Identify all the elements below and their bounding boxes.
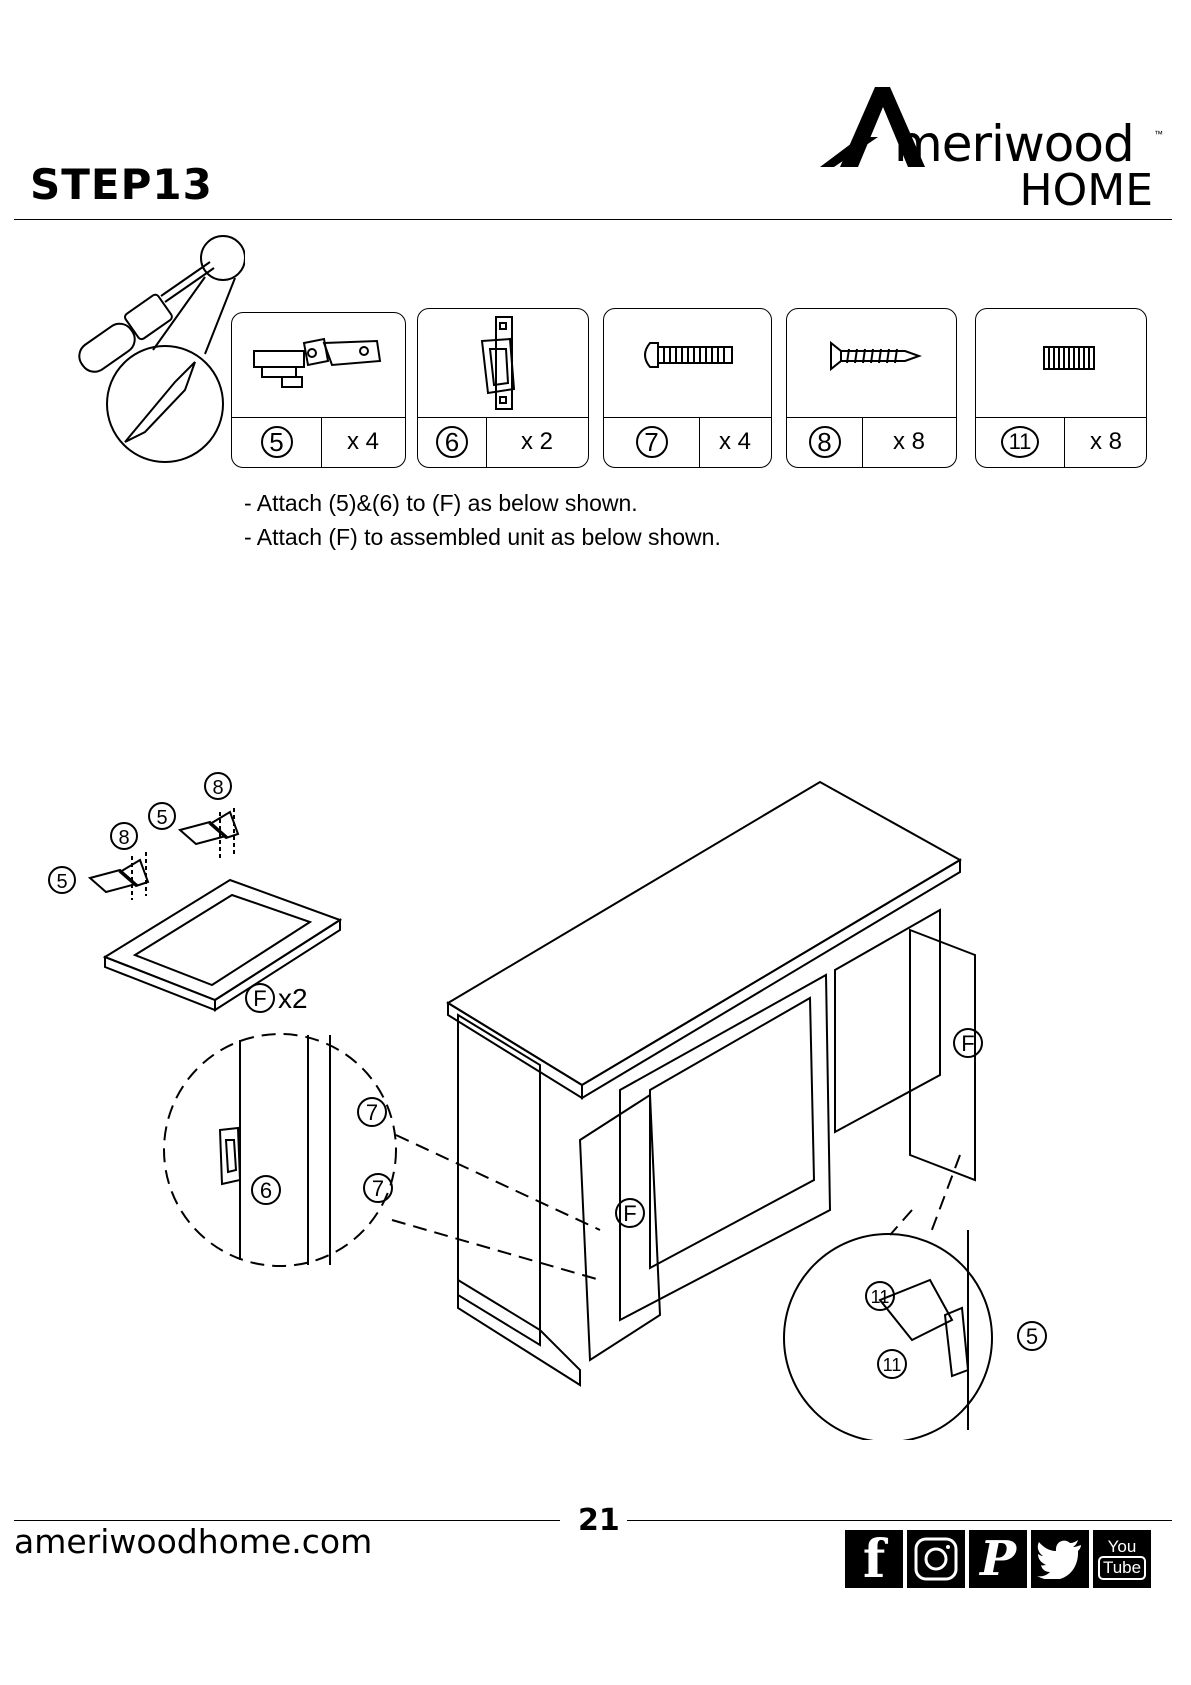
facebook-icon[interactable]: f	[845, 1530, 903, 1588]
label-door-f-right: F	[954, 1029, 982, 1057]
logo-home-text: HOME	[1020, 165, 1153, 216]
svg-text:5: 5	[1026, 1324, 1038, 1349]
instruction-line: - Attach (5)&(6) to (F) as below shown.	[244, 490, 638, 517]
detail-callout-lines	[392, 1135, 960, 1280]
part-qty: x 8	[862, 417, 956, 467]
svg-text:7: 7	[366, 1100, 378, 1125]
svg-text:5: 5	[56, 871, 67, 893]
part-number: 8	[787, 417, 863, 467]
svg-text:5: 5	[156, 807, 167, 829]
label-catch-6: 6	[252, 1176, 280, 1204]
svg-text:F: F	[253, 986, 266, 1011]
part-qty: x 2	[486, 417, 588, 467]
label-f-x2: F x2	[246, 983, 308, 1014]
svg-text:F: F	[623, 1201, 636, 1226]
part-number: 7	[604, 417, 700, 467]
hinge-icon	[232, 313, 404, 417]
part-number: 5	[232, 417, 322, 467]
svg-text:11: 11	[883, 1355, 902, 1375]
magnetic-catch-icon	[418, 309, 586, 417]
label-insert-11b: 11	[878, 1350, 906, 1378]
part-qty: x 4	[321, 417, 405, 467]
part-box-8: 8 x 8	[786, 308, 957, 468]
pinterest-icon[interactable]: P	[969, 1530, 1027, 1588]
machine-screw-icon	[604, 309, 770, 417]
instagram-icon[interactable]	[907, 1530, 965, 1588]
svg-text:8: 8	[118, 827, 129, 849]
hinge-detail-circle	[784, 1230, 992, 1440]
flat-head-screw-icon	[787, 309, 955, 417]
part-number-badge: 11	[1001, 426, 1039, 458]
logo-tm: ™	[1154, 129, 1163, 139]
part-qty: x 4	[699, 417, 771, 467]
part-image	[787, 309, 956, 418]
youtube-icon[interactable]: You Tube	[1093, 1530, 1151, 1588]
header-divider	[14, 219, 1172, 220]
label-screw-8b: 8	[205, 773, 231, 799]
label-hinge-5a: 5	[49, 867, 75, 893]
part-box-7: 7 x 4	[603, 308, 772, 468]
part-image	[418, 309, 588, 418]
svg-text:x2: x2	[278, 983, 308, 1014]
svg-text:7: 7	[372, 1176, 384, 1201]
website-link[interactable]: ameriwoodhome.com	[14, 1522, 372, 1561]
part-image	[232, 313, 405, 418]
assembly-diagram: F x2 5 5 8 8 6 7 7	[40, 760, 1080, 1440]
part-number-badge: 5	[261, 426, 293, 458]
twitter-bird-glyph	[1037, 1539, 1083, 1579]
svg-text:F: F	[961, 1031, 974, 1056]
part-number-badge: 7	[636, 426, 668, 458]
ameriwood-logo: meriwood ™ HOME	[820, 85, 1165, 215]
footer-divider-left	[14, 1520, 560, 1521]
twitter-icon[interactable]	[1031, 1530, 1089, 1588]
page-number: 21	[578, 1503, 618, 1538]
label-hinge-5c: 5	[1018, 1322, 1046, 1350]
part-number: 11	[976, 417, 1065, 467]
svg-text:11: 11	[871, 1287, 890, 1307]
instruction-line: - Attach (F) to assembled unit as below …	[244, 524, 721, 551]
svg-text:8: 8	[212, 777, 223, 799]
instagram-glyph	[912, 1535, 960, 1583]
part-image	[604, 309, 771, 418]
step-title: STEP13	[30, 160, 213, 209]
part-qty: x 8	[1066, 417, 1146, 467]
part-box-5: 5 x 4	[231, 312, 406, 468]
part-image	[976, 309, 1146, 418]
label-screw-7a: 7	[358, 1098, 386, 1126]
part-box-6: 6 x 2	[417, 308, 589, 468]
label-hinge-5b: 5	[149, 803, 175, 829]
screwdriver-icon	[55, 232, 245, 472]
part-number: 6	[418, 417, 487, 467]
catch-detail-circle	[164, 1034, 396, 1266]
label-screw-8a: 8	[111, 823, 137, 849]
footer-divider-right	[627, 1520, 1172, 1521]
part-number-badge: 8	[809, 426, 841, 458]
part-box-11: 11 x 8	[975, 308, 1147, 468]
label-screw-7b: 7	[364, 1174, 392, 1202]
svg-text:6: 6	[260, 1178, 272, 1203]
dowel-insert-icon	[976, 309, 1144, 417]
part-number-badge: 6	[436, 426, 468, 458]
